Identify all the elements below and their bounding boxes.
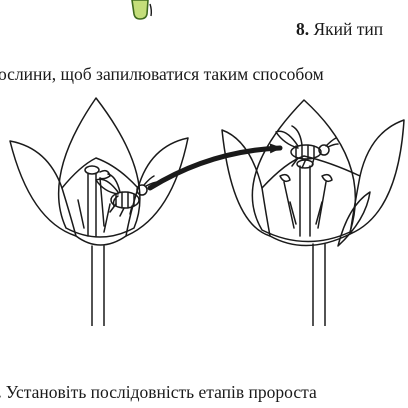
question-number: .	[0, 382, 1, 402]
left-flower-icon	[9, 97, 189, 326]
question-text: Який тип	[313, 19, 384, 39]
question-8-header: 8. Який тип	[296, 19, 383, 39]
plant-stem-fragment	[131, 0, 153, 20]
bee-icon	[95, 173, 159, 217]
arrow-icon	[147, 143, 283, 191]
bee-icon-right	[275, 125, 339, 169]
right-flower-icon	[221, 99, 405, 326]
question-number: 8.	[296, 19, 310, 39]
question-9-header: . Установіть послідовність етапів пророс…	[0, 382, 317, 402]
pollination-illustration	[9, 97, 405, 326]
question-text: Установіть послідовність етапів пророста	[5, 382, 317, 402]
question-8-text-line: ослини, щоб запилюватися таким способом	[0, 64, 324, 84]
